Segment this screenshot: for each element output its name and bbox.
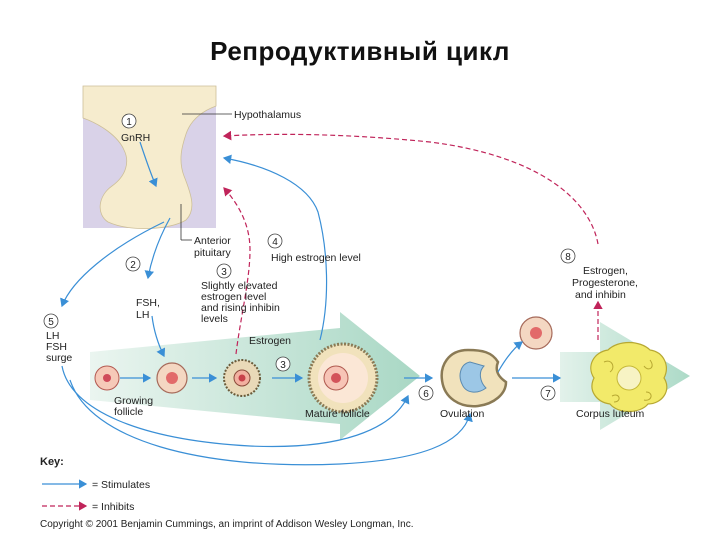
legend-inhibits-label: = Inhibits: [92, 501, 134, 513]
copyright-notice: Copyright © 2001 Benjamin Cummings, an i…: [40, 519, 414, 530]
corpus-luteum: [590, 341, 668, 413]
step-1-marker: [121, 113, 137, 129]
slightly-elevated-label-4: levels: [201, 313, 228, 325]
step-2-marker: [125, 256, 141, 272]
svg-text:8: 8: [565, 252, 571, 263]
surge-label-2: FSH: [46, 341, 67, 353]
estrogen-label: Estrogen: [249, 335, 291, 347]
pituitary-shape: [82, 85, 217, 229]
step-markers: 1 2 3 3 4 5 6 7 8: [43, 113, 576, 401]
step-4-marker: [267, 233, 283, 249]
estrogen-progesterone-label-3: and inhibin: [575, 289, 626, 301]
anterior-pituitary-label-2: pituitary: [194, 247, 232, 259]
follicle-stages: [94, 342, 379, 414]
surge-label-1: LH: [46, 330, 59, 342]
hypothalamus-label: Hypothalamus: [234, 109, 301, 121]
inhibit-arrows: [222, 130, 603, 355]
svg-text:2: 2: [130, 260, 136, 271]
svg-text:1: 1: [126, 117, 132, 128]
growing-follicle-label-1: Growing: [114, 395, 153, 407]
mature-follicle-label: Mature follicle: [305, 408, 370, 420]
slightly-elevated-label-2: estrogen level: [201, 291, 266, 303]
legend-title: Key:: [40, 456, 64, 468]
high-estrogen-label: High estrogen level: [271, 252, 361, 264]
fsh-lh-label-2: LH: [136, 309, 149, 321]
step-3b-marker: [275, 356, 291, 372]
step-8-marker: [560, 248, 576, 264]
legend-stimulates-label: = Stimulates: [92, 479, 150, 491]
estrogen-progesterone-label-1: Estrogen,: [583, 265, 628, 277]
svg-text:3: 3: [221, 267, 227, 278]
surge-label-3: surge: [46, 352, 72, 364]
step-5-marker: [43, 313, 59, 329]
step-6-marker: [418, 385, 434, 401]
svg-text:3: 3: [280, 360, 286, 371]
svg-text:6: 6: [423, 389, 429, 400]
stimulate-arrows: [60, 141, 562, 466]
estrogen-progesterone-label-2: Progesterone,: [572, 277, 638, 289]
ovulation-label: Ovulation: [440, 408, 485, 420]
anterior-pituitary-label-1: Anterior: [194, 235, 231, 247]
growing-follicle-label-2: follicle: [114, 406, 143, 418]
legend: Key: = Stimulates = Inhibits: [40, 456, 150, 513]
step-7-marker: [540, 385, 556, 401]
ovulation-stage: [440, 316, 553, 408]
slightly-elevated-label-3: and rising inhibin: [201, 302, 280, 314]
brain-panel: [82, 85, 232, 241]
svg-text:4: 4: [272, 237, 278, 248]
svg-text:5: 5: [48, 317, 54, 328]
fsh-lh-label-1: FSH,: [136, 297, 160, 309]
gnrh-label: GnRH: [121, 132, 150, 144]
corpus-luteum-label: Corpus luteum: [576, 408, 645, 420]
svg-text:7: 7: [545, 389, 551, 400]
slightly-elevated-label-1: Slightly elevated: [201, 280, 278, 292]
page-title: Репродуктивный цикл: [210, 36, 510, 66]
step-3-marker: [216, 263, 232, 279]
